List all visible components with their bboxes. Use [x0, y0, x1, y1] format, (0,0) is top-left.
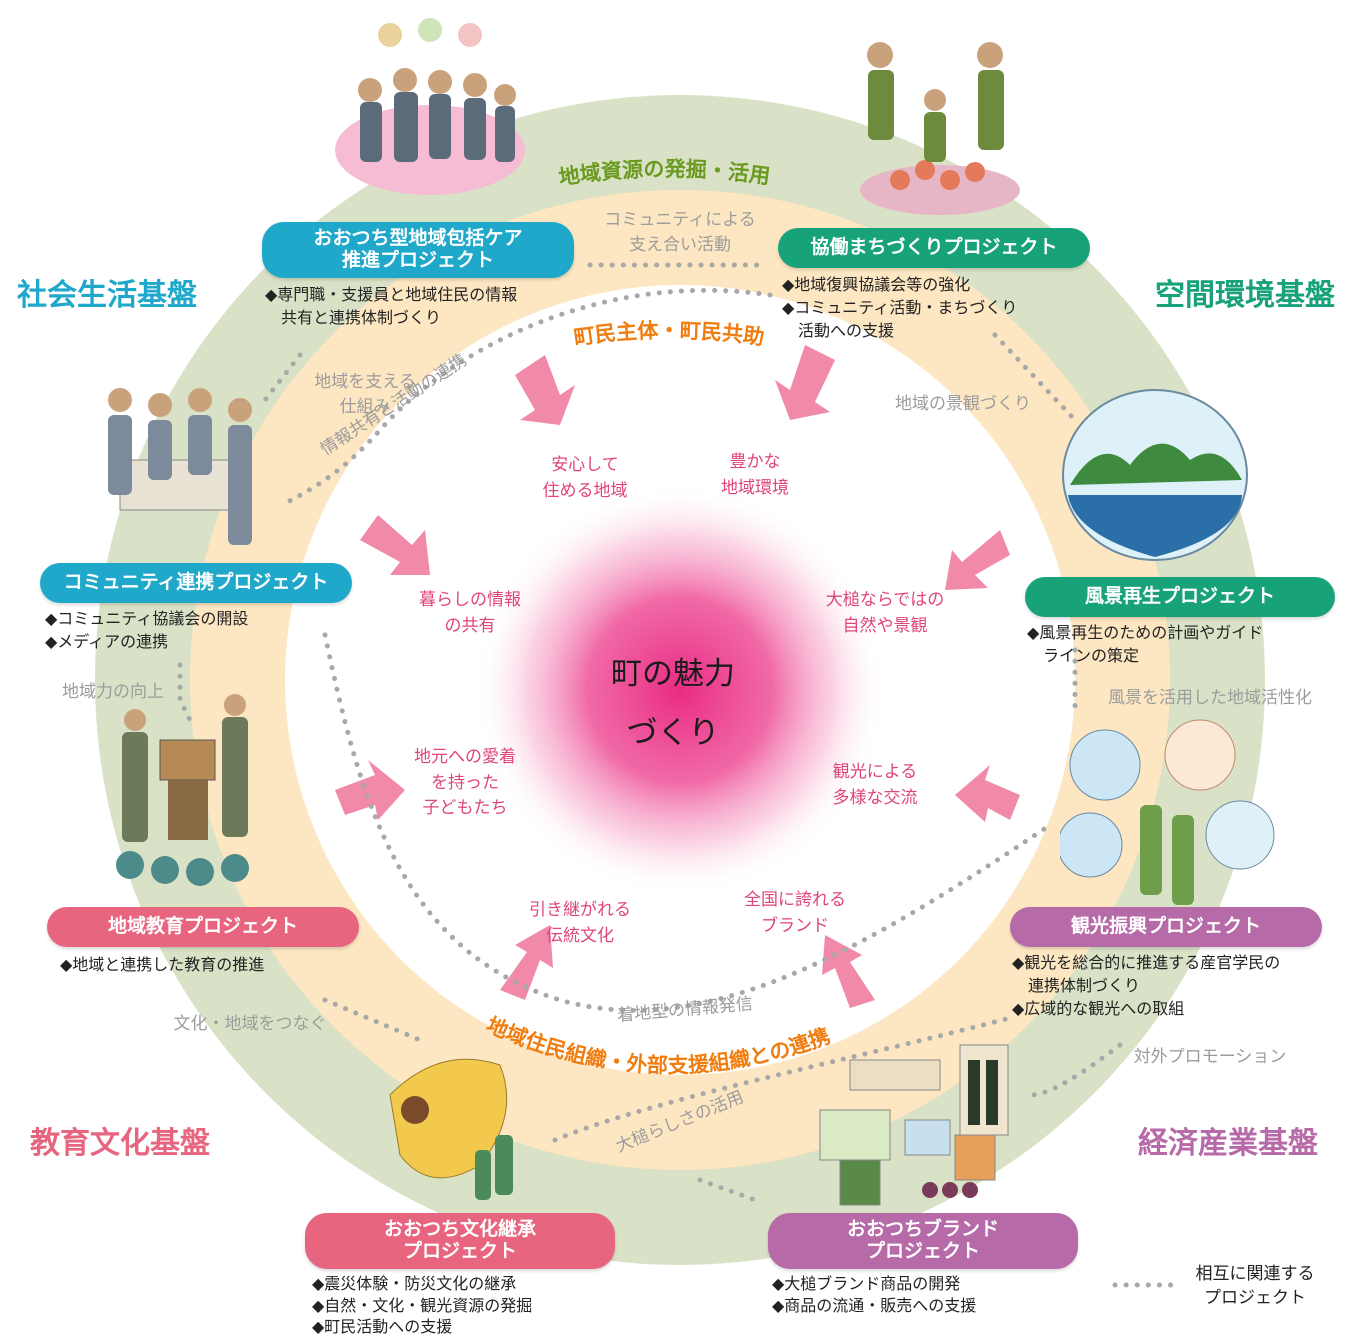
project-brand-item: ◆大槌ブランド商品の開発 [772, 1274, 961, 1293]
goal-info-sharing: 暮らしの情報 の共有 [419, 590, 521, 636]
project-scenery-item: ラインの策定 [1027, 646, 1140, 666]
project-culture: おおつち文化継承 プロジェクト [305, 1213, 615, 1269]
link-community-tourism [322, 632, 1053, 1013]
link-machi-community [279, 287, 773, 508]
project-community: コミュニティ連携プロジェクト [40, 563, 352, 603]
project-culture-items: ◆震災体験・防災文化の継承 ◆自然・文化・観光資源の発掘 ◆町民活動への支援 [312, 1273, 532, 1338]
category-education: 教育文化基盤 [30, 1126, 210, 1161]
project-tourism-item: ◆広域的な観光への取組 [1012, 999, 1185, 1019]
project-care-title1: おおつち型地域包括ケア [313, 227, 523, 250]
project-scenery: 風景再生プロジェクト [1025, 577, 1335, 617]
link-care-community [262, 352, 303, 403]
project-tourism-title: 観光振興プロジェクト [1070, 915, 1261, 938]
link-culture-tourism [552, 1015, 1013, 1143]
project-culture-title2: プロジェクト [402, 1240, 517, 1262]
goal-tradition: 引き継がれる 伝統文化 [529, 900, 631, 946]
relation-links [177, 262, 1178, 1288]
goal-nature-scenery: 大槌ならではの 自然や景観 [825, 590, 945, 636]
storytelling-illustration [116, 694, 249, 886]
project-scenery-title: 風景再生プロジェクト [1084, 585, 1275, 608]
project-scenery-item: ◆風景再生のための計画やガイド [1027, 623, 1264, 642]
landscape-illustration [1062, 389, 1248, 561]
category-spatial: 空間環境基盤 [1155, 278, 1335, 313]
project-tourism-item: ◆観光を総合的に推進する産官学民の [1012, 953, 1281, 972]
project-brand-title1: おおつちブランド [846, 1218, 999, 1241]
arrow-left-lower [335, 760, 405, 820]
project-community-item: ◆コミュニティ協議会の開設 [45, 609, 249, 628]
link-label-scenery-revival: 風景を活用した地域活性化 [1108, 688, 1312, 708]
center-title: 町の魅力 づくり [611, 656, 735, 751]
brand-products-illustration [819, 1044, 1009, 1206]
project-care-items: ◆専門職・支援員と地域住民の情報 共有と連携体制づくり [265, 283, 517, 329]
project-scenery-items: ◆風景再生のための計画やガイド ラインの策定 [1027, 621, 1263, 667]
goal-brand: 全国に誇れる ブランド [744, 890, 846, 936]
goal-safe-living: 安心して 住める地域 [542, 455, 628, 501]
project-culture-item: ◆震災体験・防災文化の継承 [312, 1274, 517, 1293]
project-care-item: 共有と連携体制づくり [265, 308, 442, 328]
project-culture-item: ◆自然・文化・観光資源の発掘 [312, 1295, 533, 1315]
project-tourism: 観光振興プロジェクト [1010, 907, 1322, 947]
project-machi-item: 活動への支援 [782, 321, 895, 341]
project-brand-title2: プロジェクト [865, 1240, 980, 1262]
project-community-title: コミュニティ連携プロジェクト [63, 571, 329, 594]
link-label-promotion: 対外プロモーション [1133, 1047, 1287, 1067]
project-community-item: ◆メディアの連携 [45, 632, 169, 652]
project-education-title: 地域教育プロジェクト [107, 915, 298, 938]
project-community-items: ◆コミュニティ協議会の開設 ◆メディアの連携 [45, 607, 248, 653]
project-brand-item: ◆商品の流通・販売への支援 [772, 1295, 977, 1315]
link-label-culture-connect: 文化・地域をつなぐ [173, 1014, 327, 1034]
project-culture-title1: おおつち文化継承 [383, 1218, 536, 1241]
link-community-education [177, 662, 193, 723]
project-machi-items: ◆地域復興協議会等の強化 ◆コミュニティ活動・まちづくり 活動への支援 [782, 273, 1017, 343]
project-machi-item: ◆地域復興協議会等の強化 [782, 275, 971, 294]
project-machi-title: 協働まちづくりプロジェクト [810, 236, 1058, 259]
project-culture-item: ◆町民活動への支援 [312, 1317, 453, 1337]
link-label-landscape: 地域の景観づくり [895, 394, 1031, 414]
project-machi-item: ◆コミュニティ活動・まちづくり [782, 298, 1018, 318]
care-people-illustration [335, 18, 525, 195]
project-machi: 協働まちづくりプロジェクト [778, 228, 1090, 268]
project-education: 地域教育プロジェクト [47, 907, 359, 947]
arrow-upper-left [515, 355, 575, 425]
link-label-community-power: 地域力の向上 [62, 682, 164, 702]
arrow-left-upper [360, 515, 430, 575]
link-culture-brand [697, 1177, 758, 1203]
legend-label: 相互に関連する プロジェクト [1195, 1264, 1315, 1308]
project-tourism-item: 連携体制づくり [1012, 976, 1141, 996]
project-care-title2: 推進プロジェクト [341, 249, 494, 271]
gardening-people-illustration [860, 42, 1020, 215]
category-economy: 経済産業基盤 [1138, 1126, 1318, 1161]
project-education-items: ◆地域と連携した教育の推進 [60, 953, 264, 976]
tourism-illustration [1060, 719, 1275, 905]
category-social: 社会生活基盤 [17, 278, 197, 313]
center-glow [475, 485, 885, 895]
project-care: おおつち型地域包括ケア 推進プロジェクト [262, 222, 574, 278]
arrow-right-upper [945, 530, 1010, 590]
goal-tourism-exchange: 観光による 多様な交流 [832, 762, 918, 808]
arrow-upper-right [775, 345, 835, 420]
link-label-support: コミュニティによる 支え合い活動 [604, 210, 756, 255]
deer-dance-illustration [389, 1058, 513, 1200]
link-label-mechanism: 地域を支える 仕組み [314, 372, 416, 417]
arrow-right-lower [955, 765, 1020, 822]
goal-children: 地元への愛着 を持った 子どもたち [414, 747, 516, 818]
goal-rich-environment: 豊かな 地域環境 [721, 452, 789, 498]
project-tourism-items: ◆観光を総合的に推進する産官学民の 連携体制づくり ◆広域的な観光への取組 [1012, 951, 1280, 1021]
meeting-people-illustration [108, 388, 252, 545]
project-brand: おおつちブランド プロジェクト [768, 1213, 1078, 1269]
project-brand-items: ◆大槌ブランド商品の開発 ◆商品の流通・販売への支援 [772, 1273, 976, 1316]
project-education-item: ◆地域と連携した教育の推進 [60, 955, 265, 974]
project-care-item: ◆専門職・支援員と地域住民の情報 [265, 285, 518, 304]
